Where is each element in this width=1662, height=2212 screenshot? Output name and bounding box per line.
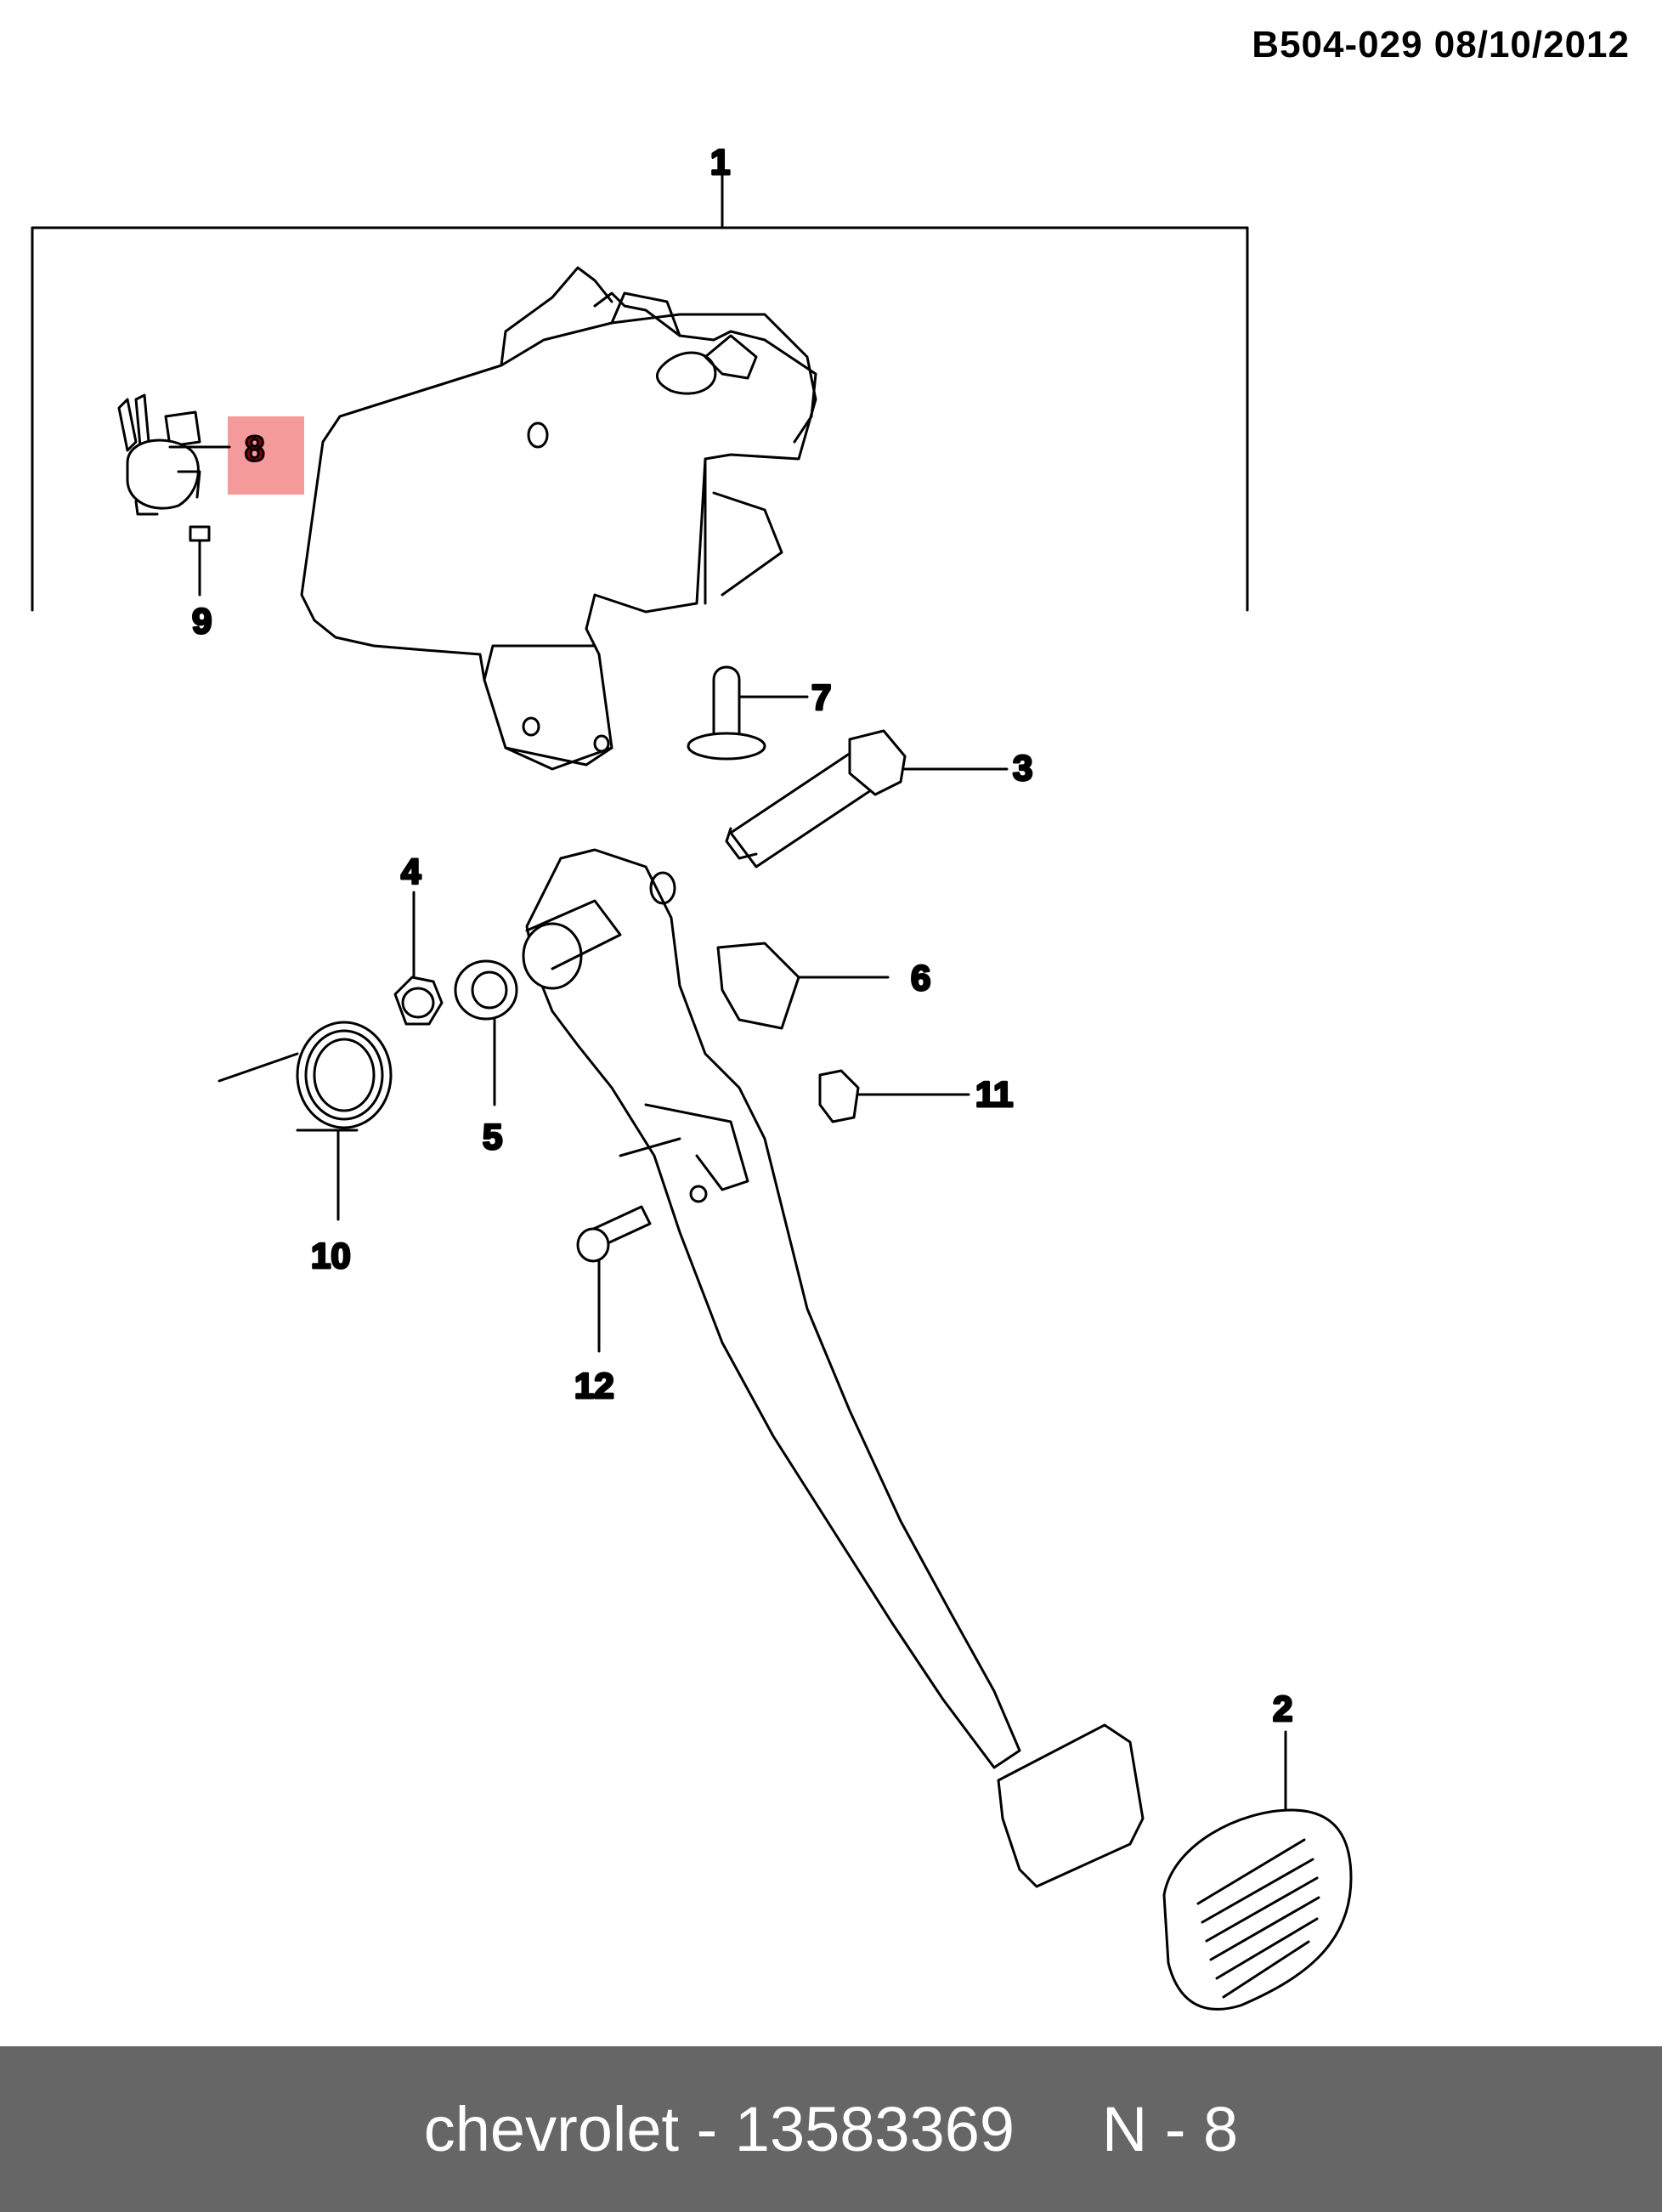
callout-1: 1 xyxy=(710,142,730,182)
callout-11: 11 xyxy=(975,1074,1013,1114)
callout-4: 4 xyxy=(401,851,421,891)
clutch-pedal-exploded-diagram: 1 2 3 4 5 6 7 8 9 10 11 12 xyxy=(31,141,1353,2011)
part-11-clip xyxy=(818,1069,970,1123)
callout-10: 10 xyxy=(311,1236,351,1276)
part-10-spring xyxy=(218,1021,393,1221)
part-5-bushing xyxy=(454,959,518,1106)
callout-3: 3 xyxy=(1013,748,1032,788)
footer-brand: chevrolet xyxy=(423,2094,680,2164)
callout-5: 5 xyxy=(483,1117,502,1157)
callout-12: 12 xyxy=(574,1366,614,1406)
callout-6: 6 xyxy=(911,958,930,998)
part-4-nut xyxy=(393,891,444,1026)
clutch-pedal-arm xyxy=(522,848,1145,1888)
assembly-bracket-outline xyxy=(31,168,1249,612)
footer-separator: - xyxy=(679,2094,735,2164)
part-6-clip xyxy=(716,942,890,1030)
callout-9: 9 xyxy=(192,601,212,641)
pedal-box-housing xyxy=(300,266,817,771)
callout-7: 7 xyxy=(811,677,831,717)
part-12-clevis-pin xyxy=(576,1205,652,1353)
part-3-bolt xyxy=(725,729,1009,868)
part-2-pedal-pad xyxy=(1162,1730,1353,2011)
footer-gap xyxy=(1015,2093,1102,2165)
part-7-pin xyxy=(687,665,809,761)
part-8-highlight-box xyxy=(228,416,304,495)
callout-8: 8 xyxy=(245,428,264,468)
footer-ref: N - 8 xyxy=(1101,2094,1239,2164)
document-id-date: B504-029 08/10/2012 xyxy=(1252,24,1630,65)
footer-part-number: 13583369 xyxy=(734,2094,1015,2164)
callout-2: 2 xyxy=(1273,1689,1292,1728)
part-8-pedal-sensor xyxy=(117,393,201,516)
footer-bar: chevrolet - 13583369 N - 8 xyxy=(0,2046,1662,2212)
part-9-screw xyxy=(189,525,211,597)
